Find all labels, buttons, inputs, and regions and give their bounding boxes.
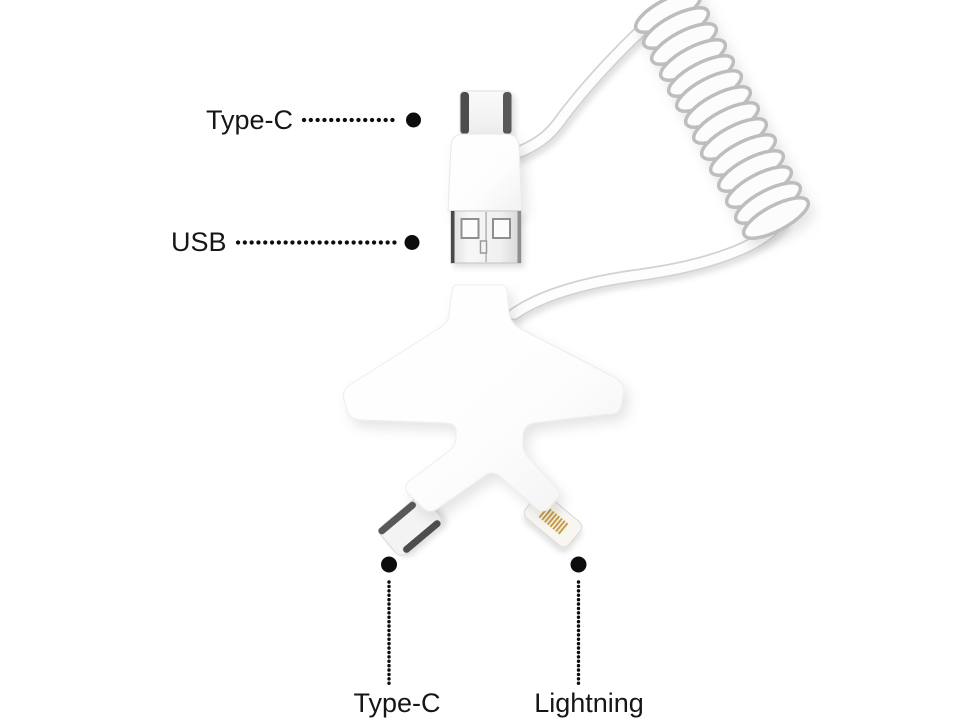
cable-lower-segment — [507, 215, 787, 321]
lightning-pins — [538, 506, 569, 535]
cable-upper-segment — [507, 1, 673, 161]
coiled-cable — [633, 0, 811, 240]
dot-lightning — [570, 556, 587, 573]
adapter-housing — [447, 133, 523, 212]
splitter-body — [343, 284, 625, 512]
label-usb: USB — [171, 227, 227, 257]
label-type-c-top: Type-C — [206, 105, 294, 135]
usb-a-plug — [450, 210, 522, 264]
dot-type-c-bottom — [381, 556, 397, 573]
callout-dots — [381, 112, 587, 573]
usb-hole-right — [492, 218, 511, 239]
callout-leaders — [235, 117, 581, 688]
dot-usb — [404, 235, 420, 250]
usb-adapter-assembly — [447, 90, 523, 264]
label-type-c-bottom: Type-C — [353, 688, 441, 718]
usb-notch — [479, 240, 488, 254]
usb-hole-left — [460, 218, 480, 239]
type-c-plug-bottom — [378, 496, 442, 556]
type-c-plug-top — [459, 90, 513, 136]
label-lightning: Lightning — [534, 688, 644, 718]
dot-type-c-top — [406, 112, 421, 128]
